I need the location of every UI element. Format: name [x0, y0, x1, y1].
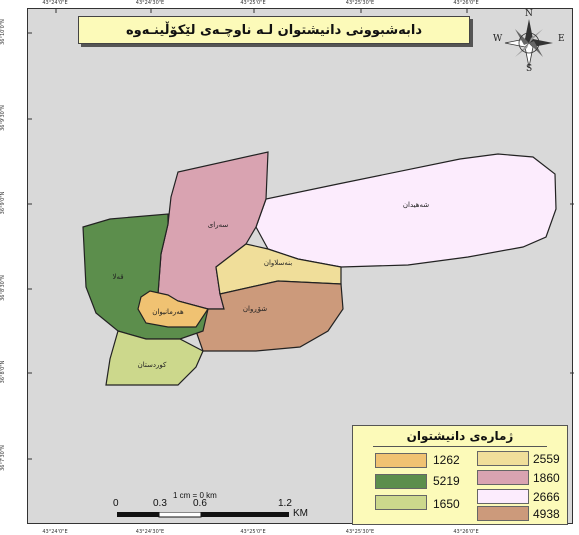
compass-south: S	[526, 64, 533, 74]
graticule-bottom-label: 43°24'0"E	[42, 529, 68, 535]
scale-note: 1 cm = 0 km	[173, 491, 217, 500]
region-label: سەرای	[208, 221, 229, 229]
region-label: بنەسلاوان	[264, 259, 292, 267]
region-shahidan[interactable]	[255, 153, 557, 268]
compass-north: N	[525, 9, 533, 19]
legend-value: 2559	[533, 452, 560, 466]
legend-divider	[373, 446, 547, 447]
graticule-left-label: 36°8'30"N	[0, 275, 6, 301]
legend-value: 1860	[533, 471, 560, 485]
region-label: هەرمانیوان	[152, 308, 184, 316]
compass-west: W	[493, 34, 503, 44]
graticule-bottom-label: 43°25'30"E	[345, 529, 375, 535]
legend-swatch	[477, 470, 529, 485]
north-arrow: N S W E	[488, 9, 566, 74]
graticule-bottom-label: 43°26'0"E	[453, 529, 479, 535]
scale-tick-label: 0.3	[153, 498, 167, 509]
scale-tick-label: 1.2	[278, 498, 292, 509]
legend-swatch	[477, 451, 529, 466]
graticule-top-label: 43°25'0"E	[240, 0, 266, 6]
graticule-left-label: 36°10'0"N	[0, 19, 6, 45]
graticule-bottom-label: 43°25'0"E	[240, 529, 266, 535]
region-hamaniuan[interactable]	[137, 290, 209, 328]
region-label: کوردستان	[138, 361, 167, 369]
map-title-box: دابەشبوونی دانیشتوان لـە ناوچـەی لێکۆڵین…	[78, 16, 470, 44]
scale-tick-label: 0	[113, 498, 119, 509]
legend-swatch	[477, 506, 529, 521]
legend-title: ژمارەی دانیشتوان	[406, 429, 514, 443]
map-svg: شەهیدان سەرای قەلا بنەسلاوان شۆڕوان هەرم…	[28, 9, 574, 460]
compass-rose-icon	[504, 19, 553, 68]
region-shorwan[interactable]	[195, 280, 344, 352]
legend-value: 5219	[433, 474, 460, 488]
legend-swatch	[375, 453, 427, 468]
legend-swatch	[375, 495, 427, 510]
region-kurdistan[interactable]	[105, 330, 204, 386]
scale-tick-label: 0.6	[193, 498, 207, 509]
scale-bar: 1 cm = 0 km 0 0.3 0.6 1.2 KM	[113, 489, 333, 529]
map-title: دابەشبوونی دانیشتوان لـە ناوچـەی لێکۆڵین…	[125, 22, 423, 38]
map-canvas: شەهیدان سەرای قەلا بنەسلاوان شۆڕوان هەرم…	[27, 8, 574, 524]
scale-bar-graphic	[117, 512, 289, 518]
graticule-left-label: 36°7'30"N	[0, 445, 6, 471]
region-label: شۆڕوان	[243, 305, 267, 313]
graticule-left-label: 36°9'0"N	[0, 191, 6, 215]
legend-value: 4938	[533, 507, 560, 521]
legend-swatch	[477, 489, 529, 504]
graticule-top-label: 43°24'30"E	[135, 0, 165, 6]
scale-unit: KM	[293, 508, 308, 519]
legend: ژمارەی دانیشتوان 1262 5219 1650 2559 186…	[352, 425, 568, 525]
region-label: قەلا	[112, 273, 123, 281]
legend-value: 2666	[533, 490, 560, 504]
graticule-top-label: 43°25'30"E	[345, 0, 375, 6]
compass-east: E	[558, 34, 565, 44]
legend-value: 1650	[433, 497, 460, 511]
graticule-top-label: 43°24'0"E	[42, 0, 68, 6]
region-label: شەهیدان	[403, 201, 429, 209]
graticule-left-label: 36°9'30"N	[0, 105, 6, 131]
legend-swatch	[375, 474, 427, 489]
graticule-left-label: 36°8'0"N	[0, 360, 6, 384]
graticule-bottom-label: 43°24'30"E	[135, 529, 165, 535]
graticule-top-label: 43°26'0"E	[453, 0, 479, 6]
legend-value: 1262	[433, 453, 460, 467]
